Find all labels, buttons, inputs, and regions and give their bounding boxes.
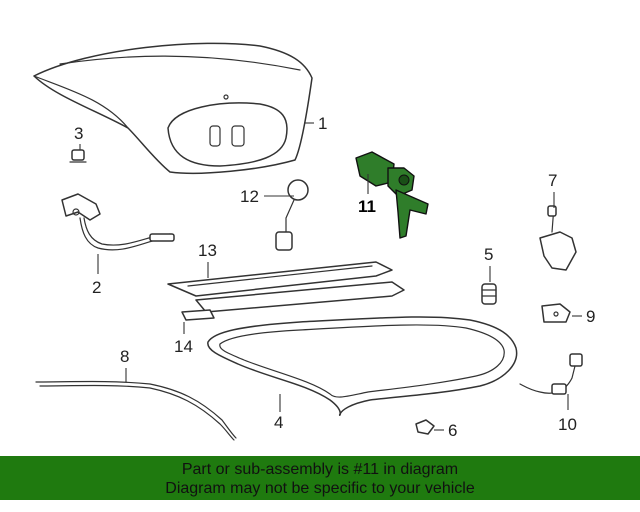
part-5-bumper[interactable]	[481, 283, 497, 305]
callout-labels: 1 2 3 4 5 6 7 8 9 10 11 12 13 14	[74, 114, 595, 440]
callout-14: 14	[174, 337, 193, 356]
part-7-latch[interactable]	[539, 205, 577, 271]
callout-12: 12	[240, 187, 259, 206]
callout-11: 11	[358, 197, 376, 216]
callout-13: 13	[198, 241, 217, 260]
leader-lines	[79, 122, 582, 431]
part-8-release-cable[interactable]	[35, 380, 237, 441]
callout-7: 7	[548, 171, 557, 190]
notice-banner: Part or sub-assembly is #11 in diagram D…	[0, 456, 640, 500]
part-6-plug[interactable]	[415, 419, 435, 435]
parts-diagram: 1 2 3 4 5 6 7 8 9 10 11 12 13 14	[33, 42, 595, 441]
part-2-hinge-assembly[interactable]	[61, 193, 175, 251]
part-11-lock-cylinder[interactable]	[355, 151, 429, 239]
callout-1: 1	[318, 114, 327, 133]
callout-9: 9	[586, 307, 595, 326]
callout-3: 3	[74, 124, 83, 143]
part-4-weatherstrip[interactable]	[207, 316, 518, 416]
part-10-opener[interactable]	[519, 353, 583, 395]
callout-6: 6	[448, 421, 457, 440]
part-9-clip[interactable]	[541, 303, 571, 323]
callout-4: 4	[274, 413, 283, 432]
part-1-trunk-lid[interactable]	[33, 42, 313, 174]
part-13-retainer[interactable]	[167, 261, 405, 313]
part-3-fastener[interactable]	[69, 149, 87, 163]
part-12-bracket[interactable]	[275, 179, 309, 251]
banner-line-2: Diagram may not be specific to your vehi…	[165, 480, 475, 497]
callout-5: 5	[484, 245, 493, 264]
callout-10: 10	[558, 415, 577, 434]
callout-8: 8	[120, 347, 129, 366]
callout-2: 2	[92, 278, 101, 297]
part-14-seal[interactable]	[181, 309, 215, 321]
banner-line-1: Part or sub-assembly is #11 in diagram	[181, 461, 459, 478]
